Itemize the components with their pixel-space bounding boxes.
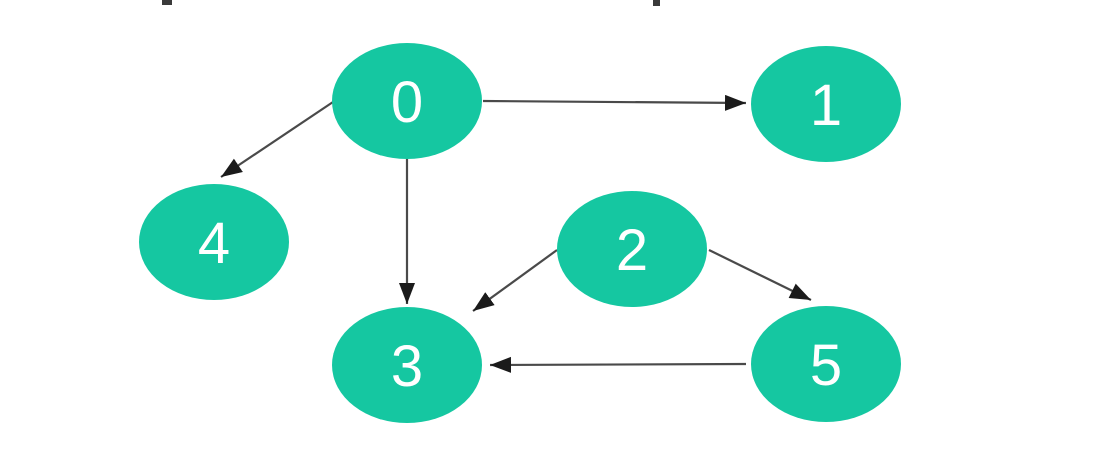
graph-nodes-layer: 0 1 2 3 4 5 (139, 43, 901, 423)
graph-node-label-1: 1 (810, 73, 842, 138)
graph-edges-layer (220, 94, 812, 373)
graph-edge-0-to-4 (220, 101, 334, 178)
graph-node-label-0: 0 (391, 70, 423, 135)
graph-node-label-2: 2 (616, 218, 648, 283)
graph-node-1: 1 (751, 46, 901, 162)
graph-edge-2-to-5 (708, 249, 812, 301)
graph-node-ellipse-1 (751, 46, 901, 162)
graph-node-label-4: 4 (198, 211, 230, 276)
graph-node-4: 4 (139, 184, 289, 300)
graph-edge-5-to-3 (489, 356, 747, 373)
graph-node-label-3: 3 (391, 334, 423, 399)
graph-node-label-5: 5 (810, 333, 842, 398)
graph-node-ellipse-4 (139, 184, 289, 300)
graph-node-ellipse-3 (332, 307, 482, 423)
graph-node-ellipse-0 (332, 43, 482, 159)
graph-edge-2-to-3 (472, 249, 558, 312)
graph-node-ellipse-2 (557, 191, 707, 307)
graph-node-5: 5 (751, 306, 901, 422)
graph-node-ellipse-5 (751, 306, 901, 422)
graph-node-2: 2 (557, 191, 707, 307)
graph-node-3: 3 (332, 307, 482, 423)
graph-node-0: 0 (332, 43, 482, 159)
graph-edge-0-to-1 (482, 94, 747, 111)
